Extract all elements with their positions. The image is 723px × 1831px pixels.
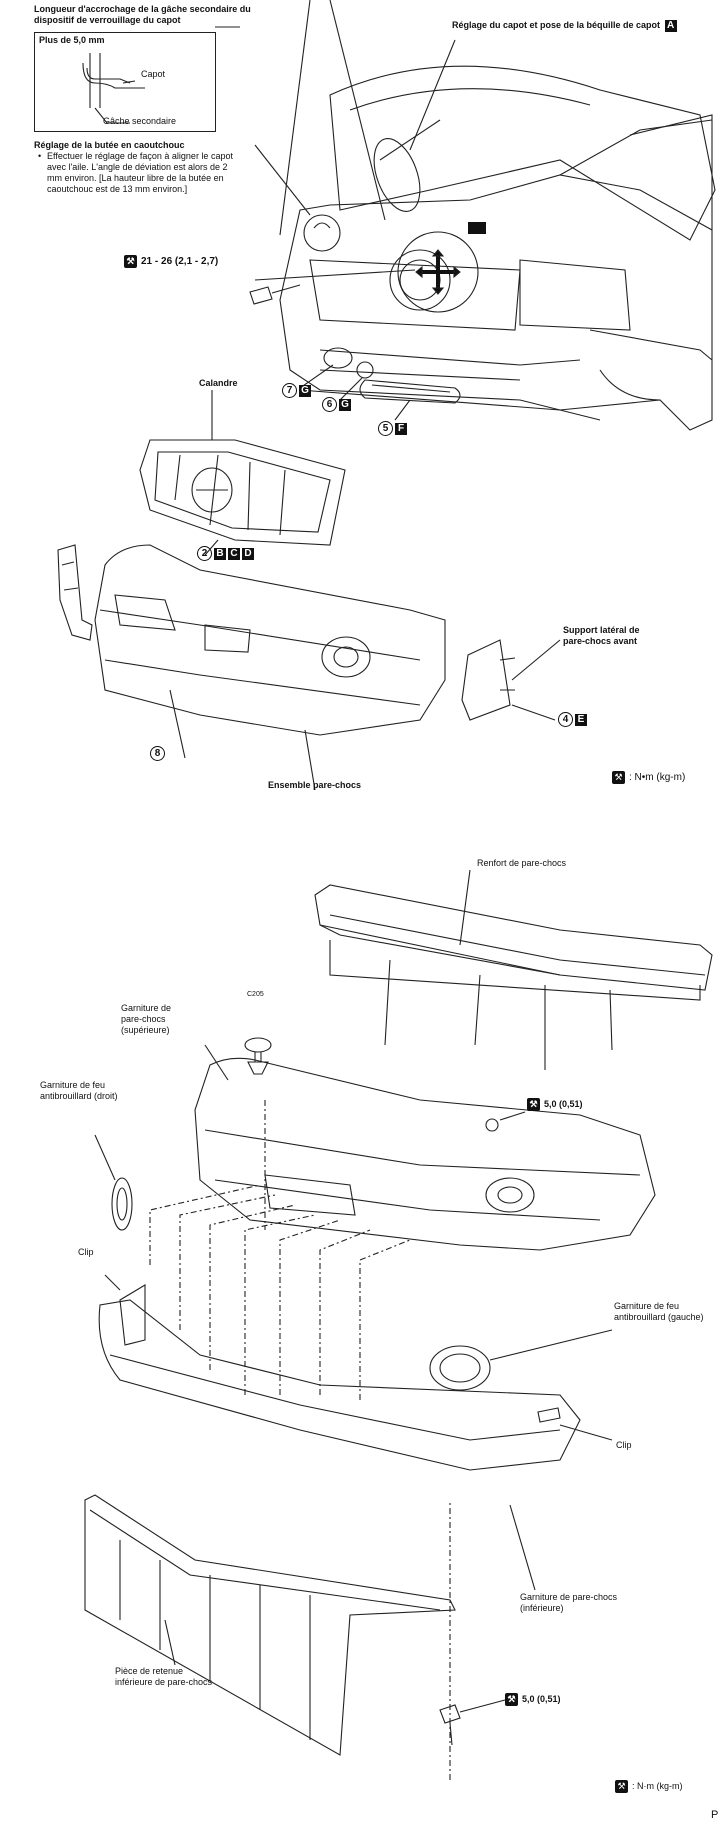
right-side-bracket [461,639,511,721]
lock-adjust-detail [397,231,479,313]
renfort-label: Renfort de pare-chocs [477,858,567,868]
hood-adjust-text: Réglage du capot et pose de la béquille … [452,20,661,30]
hood-stay-detail [373,138,421,212]
rubber-text-4: caoutchouc est de 13 mm environ.] [47,184,188,194]
hood-adjust-letter: A [664,20,677,32]
callout-6-number: 6 [322,397,337,412]
left-fog-ring [429,1345,491,1391]
torque-wrench-icon: ⚒ [615,1780,628,1793]
torque-wrench-icon: ⚒ [527,1098,540,1111]
upper-garnish-label-2: pare-chocs [121,1014,166,1024]
torque-spec-bolt-value: 5,0 (0,51) [522,1693,561,1704]
latch-detail-box: Plus de 5,0 mm Capot Gâche secondaire [34,32,216,132]
callout-2-letter-c: C [228,548,240,560]
lower-bumper-garnish [98,1299,581,1471]
bumper-assembly [94,544,446,736]
lower-garnish-label-2: (inférieure) [520,1603,564,1613]
c205-clip-label: C205 [247,991,264,998]
page-mark: P [711,1809,719,1821]
torque-spec-top: ⚒ 21 - 26 (2,1 - 2,7) [124,255,218,268]
fog-right-label-1: Garniture de feu [40,1080,106,1090]
callout-5-number: 5 [378,421,393,436]
hood-adjust-label: Réglage du capot et pose de la béquille … [452,20,677,32]
latch-hook-drawing [82,53,145,124]
latch-title-line-2: dispositif de verrouillage du capot [34,15,181,25]
upper-garnish-label-3: (supérieure) [121,1025,170,1035]
callout-5-letter: F [395,423,407,435]
torque-spec-top-value: 21 - 26 (2,1 - 2,7) [141,256,219,268]
latch-title-line-1: Longueur d'accrochage de la gâche second… [34,4,251,14]
clip-left-label: Clip [78,1247,94,1257]
bumper-reinforcement [314,884,713,991]
rubber-stop-title: Réglage de la butée en caoutchouc [34,140,185,150]
retainer-label-2: inférieure de pare-chocs [115,1677,213,1687]
support-label-1: Support latéral de [563,625,640,635]
torque-wrench-icon: ⚒ [124,255,137,268]
callout-7-letter: G [299,385,311,397]
rubber-text-2: avec l'aile. L'angle de déviation est al… [47,162,228,172]
callout-8: 8 [150,746,165,761]
torque-spec-nut-value: 5,0 (0,51) [544,1098,583,1109]
fog-left-label-2: antibrouillard (gauche) [614,1312,704,1322]
latch-gache-label: Gâche secondaire [103,116,177,126]
torque-wrench-icon: ⚒ [612,771,625,784]
rubber-text-1: Effectuer le réglage de façon à aligner … [47,151,233,161]
upper-garnish-label-1: Garniture de [121,1003,172,1013]
rubber-bullet: • [38,151,42,161]
torque-wrench-icon: ⚒ [505,1693,518,1706]
rubber-text-3: mm environ. [La hauteur libre de la buté… [47,173,224,183]
callout-2-letter-d: D [242,548,254,560]
calandre-label: Calandre [199,378,238,388]
callout-6-letter: G [339,399,351,411]
callout-8-number: 8 [150,746,165,761]
ensemble-label: Ensemble pare-chocs [268,780,362,790]
callout-7-number: 7 [282,383,297,398]
fog-right-label-2: antibrouillard (droit) [40,1091,118,1101]
right-fog-ring [111,1177,133,1231]
torque-spec-nut: ⚒ 5,0 (0,51) [527,1098,583,1111]
support-label-2: pare-chocs avant [563,636,638,646]
rubber-stop-detail [303,214,341,252]
retainer-label-1: Pièce de retenue [115,1666,184,1676]
left-side-bracket [57,544,93,641]
latch-box-label: Plus de 5,0 mm [39,35,105,45]
lower-garnish-label-1: Garniture de pare-chocs [520,1592,618,1602]
unit-legend-top: ⚒ : N•m (kg-m) [612,771,685,784]
callout-4-letter: E [575,714,587,726]
unit-legend-bottom: ⚒ : N·m (kg-m) [615,1780,683,1793]
fog-left-label-1: Garniture de feu [614,1301,680,1311]
raised-hood [329,65,716,241]
unit-legend-top-text: : N•m (kg-m) [629,772,686,784]
lower-retainer [84,1494,456,1756]
vehicle-body [279,174,713,431]
grille-outline [139,439,346,546]
torque-spec-bolt: ⚒ 5,0 (0,51) [505,1693,561,1706]
unit-legend-bottom-text: : N·m (kg-m) [632,1780,683,1791]
clip-right-label: Clip [616,1440,632,1450]
upper-bumper-garnish [194,1057,656,1251]
latch-capot-label: Capot [141,69,166,79]
callout-2-letter-b: B [214,548,226,560]
callout-2-number: 2 [197,546,212,561]
callout-4-number: 4 [558,712,573,727]
